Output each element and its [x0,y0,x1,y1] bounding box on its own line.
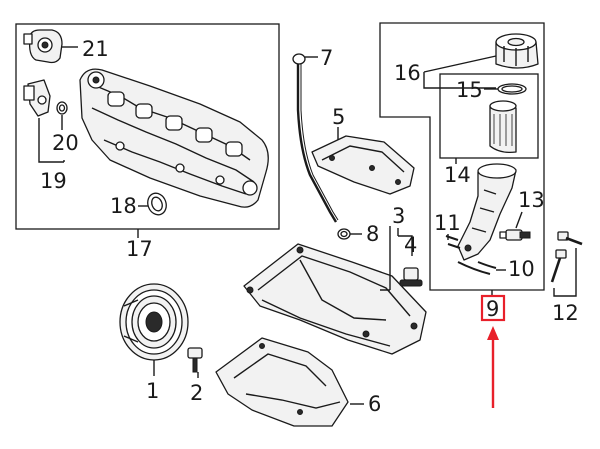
callout-2: 2 [190,381,203,405]
leader-4 [398,235,413,256]
intake-manifold [79,68,269,208]
callout-18: 18 [110,194,137,218]
o-ring-part-20 [56,101,68,115]
callout-4: 4 [404,233,417,257]
callout-16: 16 [394,61,421,85]
callout-1: 1 [146,379,159,403]
oil-filter-subgroup-frame [439,73,539,159]
callout-6: 6 [368,392,381,416]
leader-13 [515,211,523,229]
oil-pan-part-3 [243,243,427,355]
sensor-part-13 [499,229,531,241]
filter-cap-part-16 [495,33,539,69]
drain-plug-part-4 [399,267,423,287]
callout-21: 21 [82,37,109,61]
callout-9: 9 [486,297,499,321]
filter-housing-part-9 [457,163,517,261]
callout-5: 5 [332,105,345,129]
plug-part-8 [337,228,351,240]
leader-16 [423,55,497,89]
callout-14: 14 [444,163,471,187]
callout-19: 19 [40,169,67,193]
bolts-part-12 [550,231,583,283]
highlight-box-9 [480,294,506,322]
intake-manifold-group-frame [15,23,280,230]
sensor-part-21 [23,29,63,64]
sensor-part-19 [23,79,51,117]
callout-13: 13 [518,188,545,212]
baffle-part-6 [215,337,349,427]
o-ring-part-15 [497,83,527,95]
callout-15: 15 [456,78,483,102]
filter-element-part-14 [489,100,517,154]
callout-7: 7 [320,46,333,70]
dipstick-part-7 [292,53,339,223]
callout-17: 17 [126,237,153,261]
leader-12 [553,248,577,297]
highlight-arrow-head [487,326,499,340]
leader-19 [38,118,65,163]
oil-filter-group-frame [379,22,545,291]
pulley-part-1 [119,283,189,361]
callout-8: 8 [366,222,379,246]
cover-part-5 [311,135,415,195]
leader-3 [380,226,391,291]
callout-20: 20 [52,131,79,155]
callout-11: 11 [434,211,461,235]
bolt-part-2 [187,347,203,373]
gasket-part-18 [147,192,167,216]
seal-part-10 [457,261,497,275]
callout-10: 10 [508,257,535,281]
callout-3: 3 [392,204,405,228]
callout-12: 12 [552,301,579,325]
